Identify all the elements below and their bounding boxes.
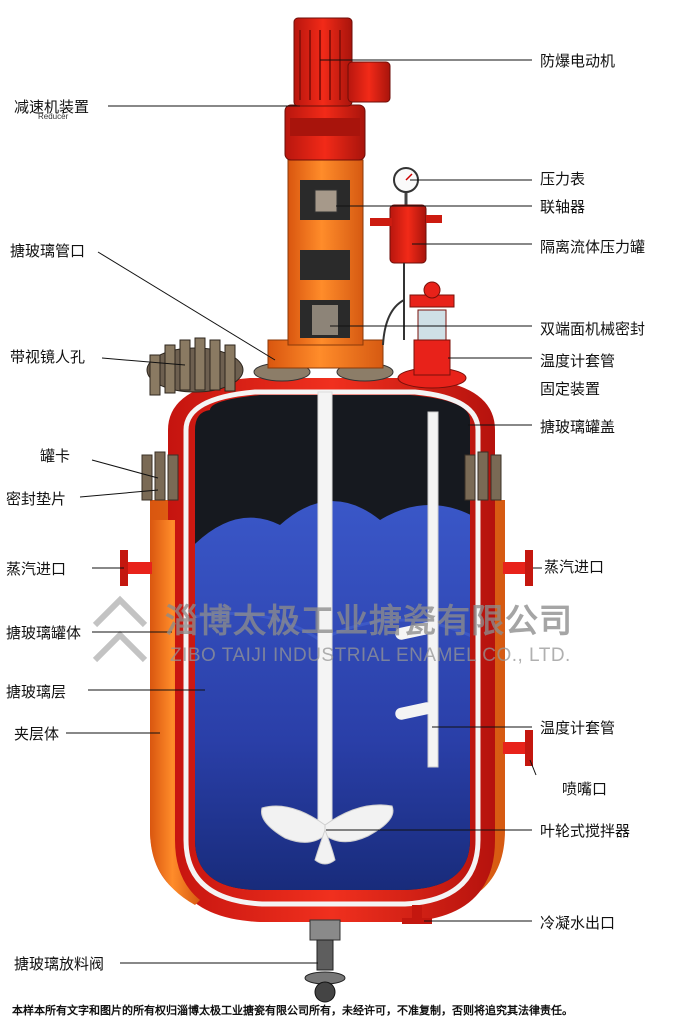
- label-mech-seal: 双端面机械密封: [540, 320, 646, 338]
- label-clamp: 罐卡: [40, 447, 71, 465]
- discharge-valve: [304, 919, 346, 1003]
- jacket-left-band: [150, 520, 200, 905]
- label-glass-nozzle: 搪玻璃管口: [10, 242, 86, 260]
- pressure-gauge: [393, 167, 419, 205]
- label-reducer: 减速机装置: [14, 98, 90, 116]
- label-isolation-tank: 隔离流体压力罐: [540, 238, 646, 256]
- coupling: [314, 189, 338, 213]
- condensate-outlet-pipe: [412, 905, 422, 920]
- label-thermo-sleeve: 温度计套管: [540, 719, 616, 737]
- isolation-tank: [370, 204, 442, 346]
- label-steam-in-left: 蒸汽进口: [6, 560, 67, 578]
- label-impeller: 叶轮式搅拌器: [540, 822, 631, 840]
- clamps-right: [464, 451, 502, 501]
- enamel-lining: [183, 389, 481, 907]
- watermark-company-en: ZIBO TAIJI INDUSTRIAL ENAMEL CO., LTD.: [170, 645, 571, 666]
- label-discharge-valve: 搪玻璃放料阀: [14, 955, 105, 973]
- label-steam-in-right: 蒸汽进口: [544, 558, 605, 576]
- label-thermo-fix-2: 固定装置: [540, 380, 601, 398]
- impeller-blades: [260, 804, 394, 865]
- label-coupling: 联轴器: [540, 198, 586, 216]
- baffle-upper: [395, 622, 433, 640]
- reducer: [284, 104, 366, 161]
- label-glass-layer: 搪玻璃层: [6, 683, 67, 701]
- steam-inlet-left-pipe: [128, 562, 152, 574]
- label-motor: 防爆电动机: [540, 52, 616, 70]
- leader-lines: [66, 59, 542, 964]
- label-thermo-fix-1: 温度计套管: [540, 352, 616, 370]
- label-pressure-gauge: 压力表: [540, 170, 586, 188]
- thermometer-fixture: [397, 281, 467, 389]
- label-gasket: 密封垫片: [6, 490, 67, 508]
- thermometer-sleeve: [427, 411, 439, 768]
- baffle-lower: [395, 702, 433, 720]
- steam-inlet-right-pipe: [503, 562, 525, 574]
- label-nozzle: 喷嘴口: [562, 780, 608, 798]
- nozzle-pipe: [503, 742, 525, 754]
- label-condensate-out: 冷凝水出口: [540, 914, 616, 932]
- label-jacket: 夹层体: [14, 725, 60, 743]
- explosion-proof-motor: [293, 17, 391, 107]
- clamps-left: [141, 451, 179, 501]
- sight-manhole: [146, 337, 244, 396]
- watermark-logo: [92, 595, 148, 663]
- label-reducer-en: Reducer: [38, 112, 69, 121]
- watermark-company-cn: 淄博太极工业搪瓷有限公司: [165, 601, 573, 640]
- label-tank-body: 搪玻璃罐体: [6, 624, 82, 642]
- copyright-footer: 本样本所有文字和图片的所有权归淄博太极工业搪瓷有限公司所有，未经许可，不准复制，…: [12, 1004, 573, 1017]
- label-sight-manhole: 带视镜人孔: [10, 348, 86, 366]
- label-tank-cover: 搪玻璃罐盖: [540, 418, 616, 436]
